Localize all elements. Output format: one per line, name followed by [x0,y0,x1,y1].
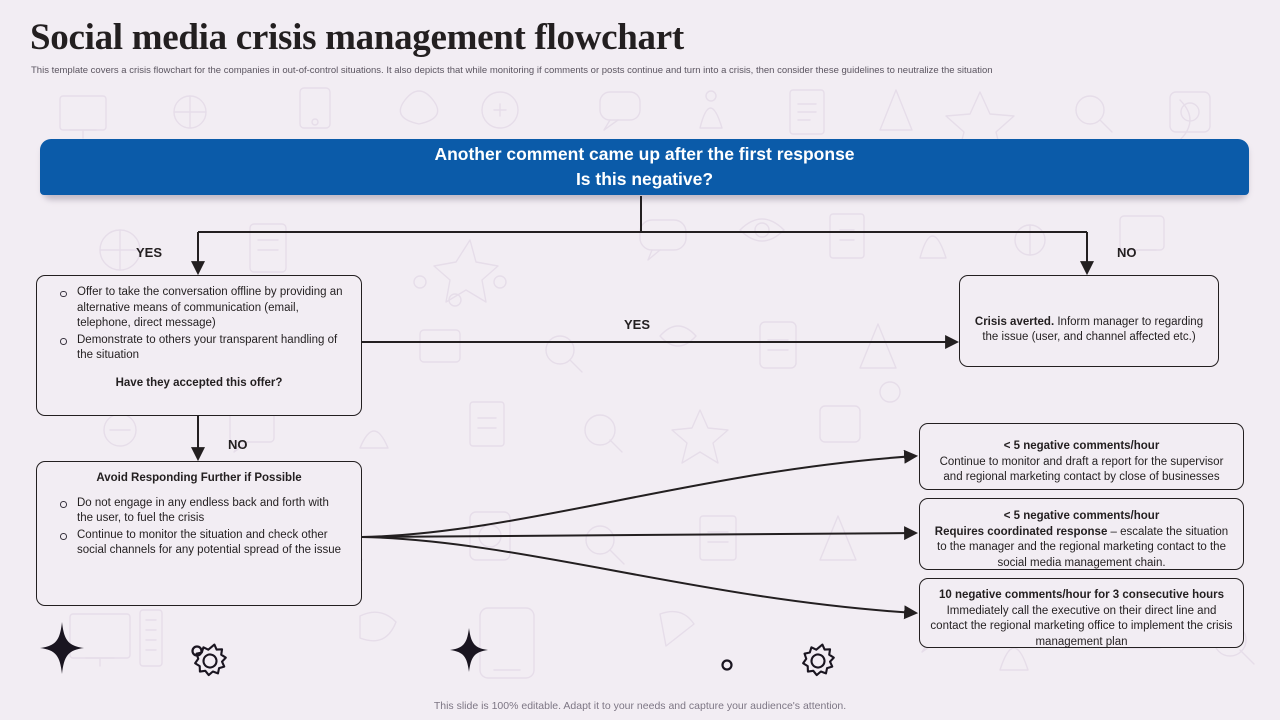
node-escalation-low-volume: < 5 negative comments/hour Continue to m… [919,423,1244,490]
avoid-responding-heading: Avoid Responding Further if Possible [96,472,302,484]
connector-fan-top [361,449,919,538]
connector-fan-bottom [361,536,919,620]
branch-label-yes-middle: YES [624,317,651,332]
branch-label-no-top-right: NO [1117,245,1137,260]
branch-label-yes-top-left: YES [136,245,163,260]
node-escalation-critical: 10 negative comments/hour for 3 consecut… [919,578,1244,648]
list-item: Continue to monitor the situation and ch… [50,528,348,559]
escalation-3-heading: 10 negative comments/hour for 3 consecut… [938,589,1225,601]
dot-icon [721,659,733,671]
list-item: Do not engage in any endless back and fo… [50,496,348,527]
offer-offline-bullet-list: Offer to take the conversation offline b… [50,285,348,364]
crisis-averted-lead: Crisis averted. [974,315,1055,328]
escalation-2-bold-lead: Requires coordinated response [934,525,1108,538]
list-item: Demonstrate to others your transparent h… [50,333,348,364]
page-subtitle: This template covers a crisis flowchart … [31,65,993,76]
escalation-1-body: Continue to monitor and draft a report f… [939,455,1224,484]
page-title: Social media crisis management flowchart [30,17,684,58]
escalation-1-heading: < 5 negative comments/hour [1003,440,1160,453]
escalation-3-body: Immediately call the executive on their … [930,604,1233,648]
footer-note: This slide is 100% editable. Adapt it to… [433,700,847,712]
node-escalation-coordinated: < 5 negative comments/hour Requires coor… [919,498,1244,570]
node-offer-offline: Offer to take the conversation offline b… [36,275,362,416]
branch-label-no-left: NO [228,437,248,452]
offer-offline-question: Have they accepted this offer? [115,376,283,389]
node-avoid-responding: Avoid Responding Further if Possible Do … [36,461,362,606]
crisis-averted-text: Crisis averted. Inform manager to regard… [973,315,1205,346]
escalation-2-rest: – escalate the situation to the manager … [937,525,1229,569]
banner-line-2: Is this negative? [575,169,714,189]
escalation-2-heading: < 5 negative comments/hour [1003,510,1160,522]
gear-icon [802,643,835,677]
node-crisis-averted: Crisis averted. Inform manager to regard… [959,275,1219,367]
gear-icon [194,643,227,677]
list-item: Offer to take the conversation offline b… [50,285,348,332]
connector-fan-middle [361,526,919,541]
decision-banner: Another comment came up after the first … [40,139,1249,195]
sparkle-icon [40,622,84,674]
banner-line-1: Another comment came up after the first … [434,144,855,164]
escalation-2-body: Requires coordinated response – escalate… [930,525,1233,572]
avoid-responding-bullet-list: Do not engage in any endless back and fo… [50,496,348,559]
dot-icon [191,645,203,657]
sparkle-icon [450,628,488,672]
